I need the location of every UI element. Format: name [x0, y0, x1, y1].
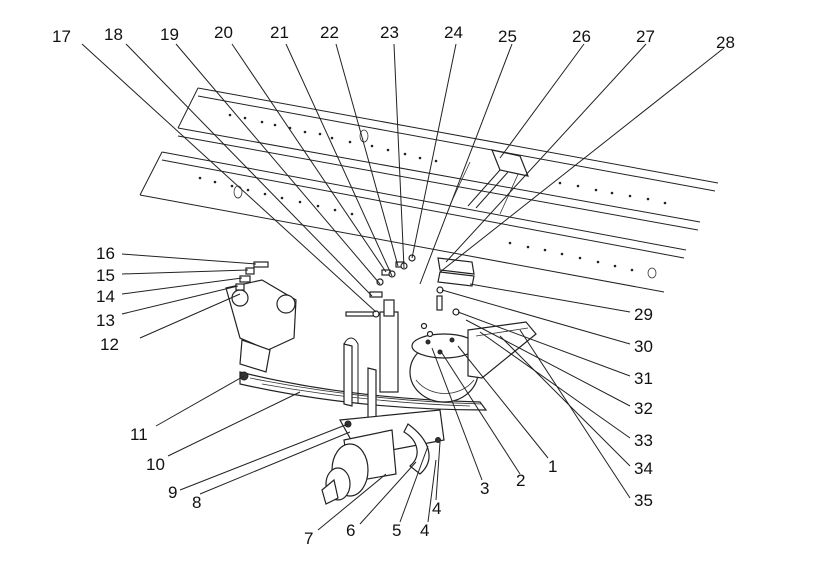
label-4a: 4 [432, 499, 441, 518]
label-9: 9 [168, 483, 177, 502]
label-22: 22 [320, 23, 339, 42]
label-7: 7 [304, 529, 313, 548]
label-34: 34 [634, 459, 653, 478]
label-32: 32 [634, 399, 653, 418]
label-5: 5 [392, 521, 401, 540]
front-hanger [225, 279, 297, 373]
label-3: 3 [480, 479, 489, 498]
label-8: 8 [192, 493, 201, 512]
leader-lines [81, 43, 725, 531]
label-21: 21 [270, 23, 289, 42]
label-19: 19 [160, 25, 179, 44]
label-1: 1 [548, 457, 557, 476]
trailing-arm [467, 321, 537, 379]
upper-bracket [467, 149, 529, 209]
label-16: 16 [96, 244, 115, 263]
label-13: 13 [96, 311, 115, 330]
part-labels: 1 2 3 4 4 5 6 7 8 9 10 11 12 13 14 15 16… [52, 23, 735, 548]
label-33: 33 [634, 431, 653, 450]
shock-absorber [379, 299, 399, 393]
label-27: 27 [636, 27, 655, 46]
label-30: 30 [634, 337, 653, 356]
label-26: 26 [572, 27, 591, 46]
axle-hub [321, 409, 445, 505]
label-17: 17 [52, 27, 71, 46]
label-10: 10 [146, 455, 165, 474]
label-29: 29 [634, 305, 653, 324]
label-15: 15 [96, 266, 115, 285]
label-24: 24 [444, 23, 463, 42]
label-11: 11 [130, 425, 148, 444]
label-12: 12 [100, 335, 119, 354]
label-28: 28 [716, 33, 735, 52]
fasteners [235, 254, 460, 381]
label-31: 31 [634, 369, 653, 388]
air-spring [409, 333, 479, 403]
label-35: 35 [634, 491, 653, 510]
label-14: 14 [96, 287, 115, 306]
label-20: 20 [214, 23, 233, 42]
label-6: 6 [346, 521, 355, 540]
label-2: 2 [516, 471, 525, 490]
spacer-blocks [437, 257, 475, 287]
label-25: 25 [498, 27, 517, 46]
label-18: 18 [104, 25, 123, 44]
label-4b: 4 [420, 521, 429, 540]
label-23: 23 [380, 23, 399, 42]
u-bolts [343, 337, 377, 421]
